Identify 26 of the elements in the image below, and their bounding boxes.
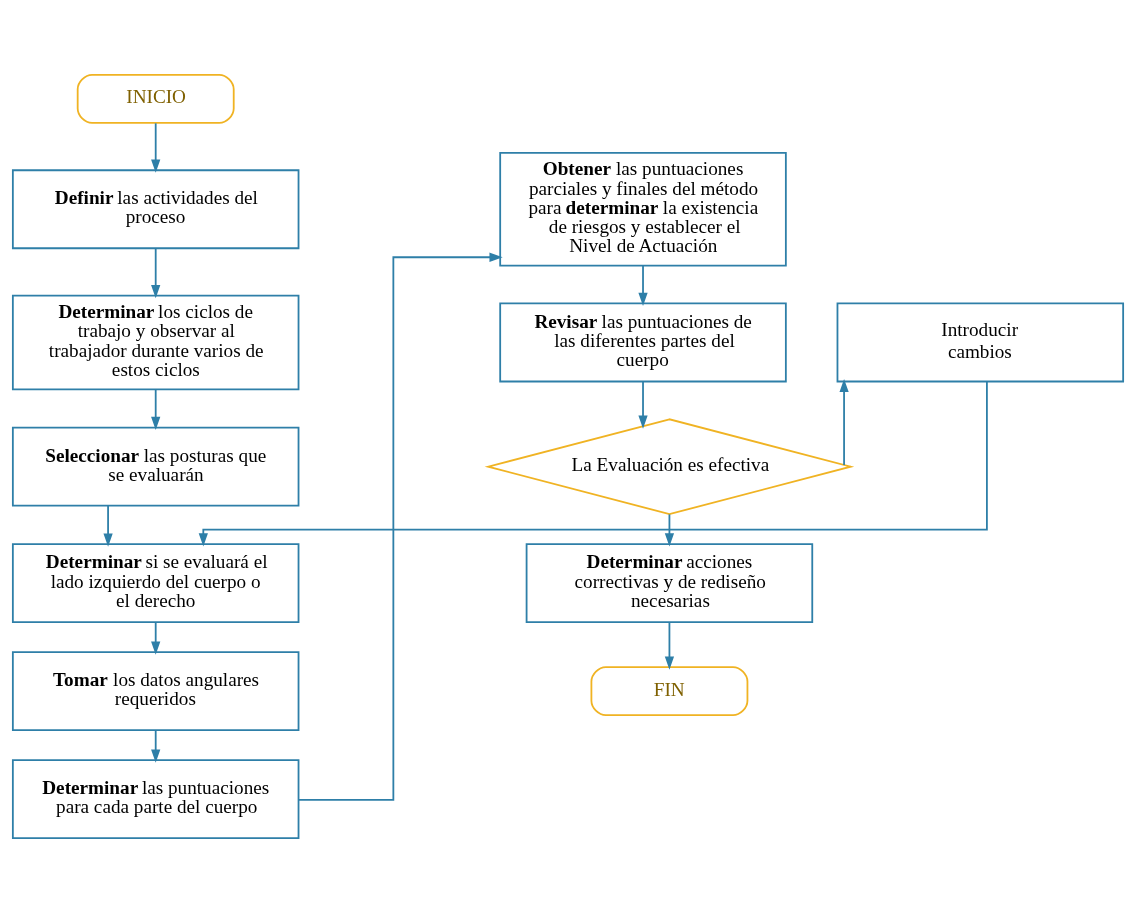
arrow (664, 513, 675, 547)
arrow (839, 378, 849, 466)
arrow (103, 504, 113, 547)
arrow (664, 621, 675, 670)
node-box: Definir las actividades del proceso (11, 168, 300, 249)
node-box: FIN (590, 665, 749, 716)
node-box: Determinar los ciclos de trabajo y observar al trabajador durante varios de estos ciclos (11, 294, 300, 390)
node-box: Determinar si se evaluará el lado izquierdo del cuerpo o el derecho (11, 542, 300, 623)
node-box: Seleccionar las posturas que se evaluarán (11, 426, 300, 507)
arrow (638, 264, 648, 306)
node-box: Tomar los datos angulares requeridos (11, 650, 300, 731)
node-box: Determinar las puntuaciones para cada parte del cuerpo (11, 758, 300, 839)
node-box: INICIO (76, 73, 235, 124)
arrow (297, 252, 503, 801)
arrow (151, 247, 161, 298)
arrow (151, 621, 161, 655)
node-box: Obtener las puntuaciones parciales y finales del método para determinar la existencia de riesgos y establecer el Nivel de Actuación (499, 151, 787, 267)
node-box: Determinar acciones correctivas y de rediseño necesarias (525, 542, 814, 623)
arrow (198, 380, 988, 546)
node-diamond: La Evaluación es efectiva (484, 417, 855, 515)
arrow (151, 388, 161, 430)
node-box: Revisar las puntuaciones de las diferentes partes del cuerpo (499, 302, 787, 382)
arrow (638, 380, 648, 429)
arrow (151, 121, 161, 173)
arrow (151, 729, 161, 763)
node-box: Introducir cambios (836, 302, 1125, 382)
